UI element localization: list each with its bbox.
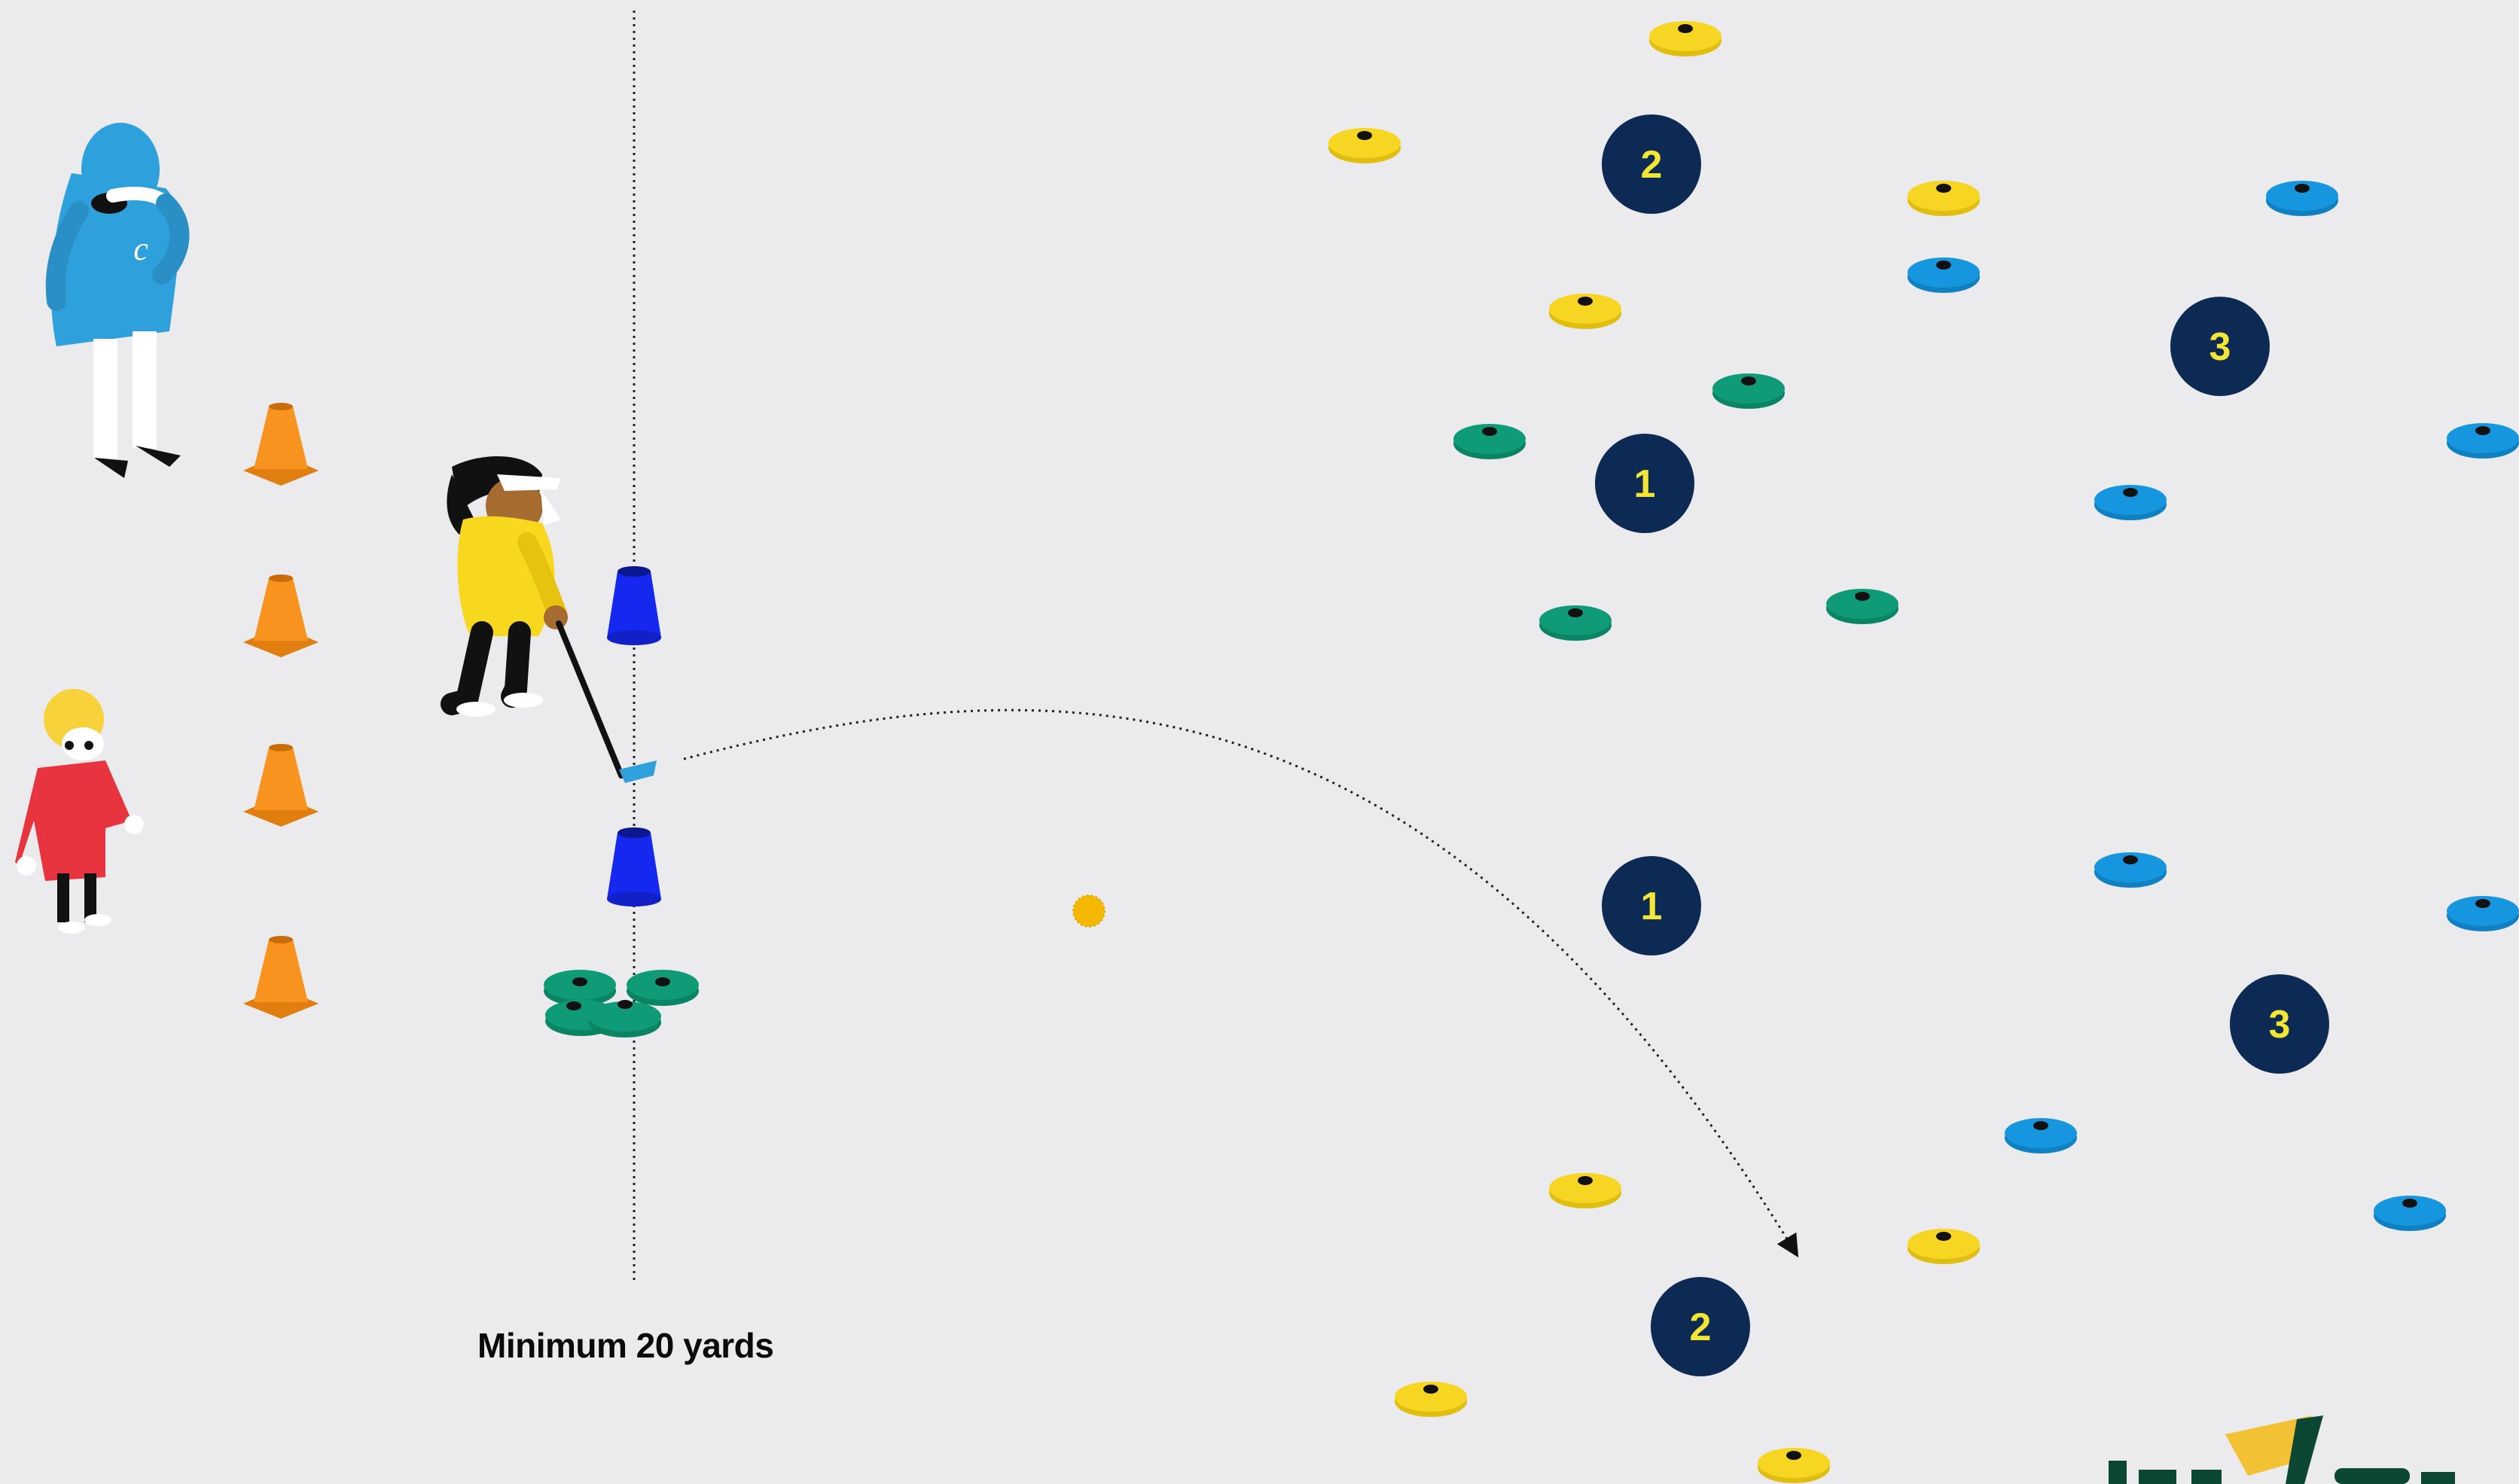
target-zone-3-top: 3 xyxy=(2170,297,2270,396)
target-zone-2-top: 2 xyxy=(1602,114,1701,214)
zone-number: 1 xyxy=(1641,885,1663,928)
disc-marker-stack xyxy=(544,970,699,1038)
disc-marker-icon xyxy=(1395,1382,1467,1417)
golf-ball-icon xyxy=(1073,895,1105,927)
zone-number: 3 xyxy=(2209,325,2231,369)
zone-number: 1 xyxy=(1634,462,1656,506)
coach-figure-icon: c xyxy=(51,123,181,478)
target-zone-2-bottom: 2 xyxy=(1651,1277,1750,1376)
target-zone-3-bottom: 3 xyxy=(2230,974,2329,1074)
svg-text:c: c xyxy=(133,230,148,267)
disc-marker-icon xyxy=(2094,852,2167,888)
disc-marker-icon xyxy=(627,970,699,1006)
disc-marker-icon xyxy=(2266,181,2338,216)
disc-marker-icon xyxy=(1328,128,1401,163)
disc-marker-icon xyxy=(1908,181,1980,216)
traffic-cone-icon xyxy=(243,744,319,827)
disc-marker-icon xyxy=(1712,373,1785,409)
disc-marker-icon xyxy=(2447,423,2519,459)
disc-marker-icon xyxy=(1908,257,1980,293)
disc-marker-icon xyxy=(1453,424,1526,459)
junior-figure-icon xyxy=(15,689,144,934)
disc-marker-icon xyxy=(1758,1448,1830,1483)
ball-flight-path xyxy=(684,710,1796,1254)
zone-number: 3 xyxy=(2269,1003,2291,1047)
target-zone-1-top: 1 xyxy=(1595,434,1694,533)
target-zone-1-bottom: 1 xyxy=(1602,856,1701,955)
disc-marker-icon xyxy=(2447,896,2519,931)
disc-marker-icon xyxy=(2005,1118,2077,1153)
disc-marker-icon xyxy=(1549,1173,1621,1208)
zone-number: 2 xyxy=(1690,1306,1712,1349)
disc-marker-icon xyxy=(1908,1229,1980,1264)
disc-marker-icon xyxy=(1826,589,1898,624)
zone-number: 2 xyxy=(1641,143,1663,187)
disc-marker-icon xyxy=(1549,294,1621,329)
logo-icon xyxy=(2109,1415,2455,1484)
gate-marker-icon xyxy=(607,827,661,907)
traffic-cone-icon xyxy=(243,936,319,1019)
traffic-cone-icon xyxy=(243,403,319,486)
disc-marker-icon xyxy=(1649,21,1722,56)
disc-marker-icon xyxy=(2094,485,2167,520)
disc-marker-icon xyxy=(2374,1196,2446,1231)
gate-marker-icon xyxy=(607,566,661,645)
disc-marker-icon xyxy=(1539,605,1612,641)
traffic-cone-icon xyxy=(243,574,319,657)
distance-caption: Minimum 20 yards xyxy=(477,1325,773,1366)
